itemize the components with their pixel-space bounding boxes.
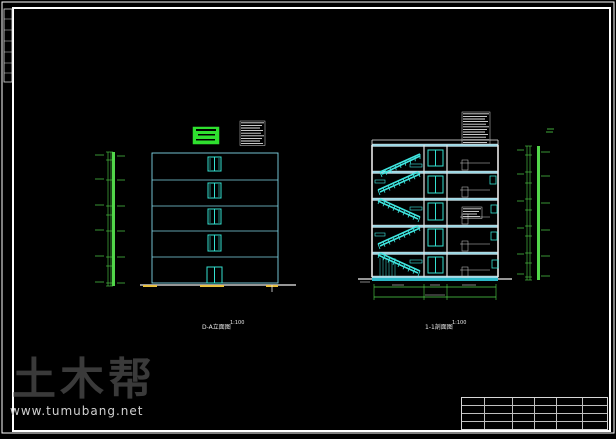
roof-annotation	[193, 127, 219, 144]
title-block-divider	[556, 398, 557, 429]
section-dimension-chain	[525, 146, 532, 280]
window	[208, 157, 221, 171]
wall-opening	[491, 232, 497, 240]
stair-landing	[375, 180, 385, 183]
binding-strip-rows	[4, 19, 12, 73]
section-window	[428, 176, 443, 193]
elevation-dimension-chain	[106, 152, 113, 286]
annotation-gap	[198, 134, 215, 136]
entrance-door	[207, 267, 222, 283]
right-view-scale: 1:100	[452, 320, 466, 326]
title-block-divider	[512, 398, 513, 429]
title-block-divider	[484, 398, 485, 429]
stair-tread	[405, 161, 406, 166]
annotation-gap	[196, 129, 216, 131]
site-watermark: 土木帮 www.tumubang.net	[8, 356, 168, 426]
title-block-divider	[582, 398, 583, 429]
watermark-brand: 土木帮	[12, 356, 156, 404]
stair-tread	[378, 190, 380, 195]
watermark-url: www.tumubang.net	[10, 404, 143, 418]
stair-landing	[375, 233, 385, 236]
left-view-scale: 1:100	[230, 320, 244, 326]
right-view-title: 1-1剖面图	[425, 322, 453, 331]
window	[208, 209, 221, 224]
stair-tread	[418, 217, 420, 222]
section-door	[462, 214, 468, 224]
note-stack	[462, 112, 490, 144]
section-view	[358, 112, 554, 300]
stair-tread	[418, 271, 420, 276]
title-block-divider	[534, 398, 535, 429]
section-door	[462, 187, 468, 197]
annotation-gap	[196, 139, 215, 141]
stair-landing	[410, 164, 422, 167]
ground-slab	[372, 278, 498, 281]
window	[208, 183, 221, 198]
wall-opening	[490, 176, 496, 184]
section-window	[428, 150, 443, 166]
wall-opening	[492, 260, 498, 268]
section-window	[428, 203, 443, 220]
stair-tread	[410, 159, 411, 164]
section-window	[428, 257, 443, 273]
section-window	[428, 229, 443, 246]
note-stack	[240, 121, 265, 145]
floor-slab	[372, 252, 498, 255]
floor-slab	[372, 225, 498, 228]
stair-tread	[400, 163, 401, 168]
floor-slab	[372, 198, 498, 201]
ground-hatch	[200, 285, 224, 287]
section-door	[462, 241, 468, 251]
title-block	[461, 397, 608, 430]
stair-landing	[410, 207, 422, 210]
ground-hatch	[143, 285, 157, 287]
stair-tread	[378, 244, 380, 249]
section-door	[462, 267, 468, 277]
note-stack	[462, 207, 482, 218]
horizontal-dimensions	[374, 284, 496, 300]
binding-strip	[4, 9, 12, 82]
window	[208, 235, 221, 251]
dimension-bar	[537, 146, 540, 280]
stair-landing	[410, 260, 422, 263]
left-view-title: D-A立面图	[202, 322, 231, 331]
dimension-bar	[112, 152, 115, 286]
elevation-view	[95, 121, 296, 292]
wall-opening	[491, 205, 497, 213]
section-door	[462, 160, 468, 170]
